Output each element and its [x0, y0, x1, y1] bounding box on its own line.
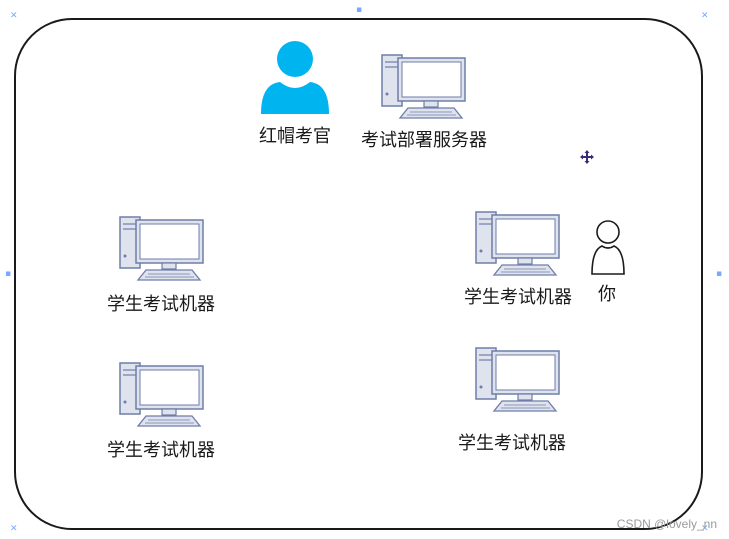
you-label: 你 [598, 284, 616, 305]
selection-handle[interactable]: ▪ [716, 269, 723, 279]
you-person-icon[interactable] [590, 218, 626, 276]
student-label: 学生考试机器 [107, 294, 215, 315]
student-computer-icon[interactable] [474, 211, 562, 277]
selection-handle[interactable]: ✕ [10, 11, 18, 21]
selection-handle[interactable]: ✕ [701, 11, 709, 21]
examiner-label: 红帽考官 [259, 126, 331, 147]
student-computer-icon[interactable] [474, 347, 562, 413]
student-label: 学生考试机器 [107, 440, 215, 461]
server-label: 考试部署服务器 [361, 130, 487, 151]
examiner-person-icon[interactable] [258, 36, 332, 116]
student-computer-icon[interactable] [118, 362, 206, 428]
selection-handle[interactable]: ✕ [701, 524, 709, 534]
selection-handle[interactable]: ▪ [356, 5, 363, 15]
selection-handle[interactable]: ✕ [10, 524, 18, 534]
student-computer-icon[interactable] [118, 216, 206, 282]
watermark: CSDN @lovely_nn [616, 517, 717, 531]
student-label: 学生考试机器 [458, 433, 566, 454]
student-label: 学生考试机器 [464, 287, 572, 308]
move-cursor-icon [580, 150, 594, 164]
server-computer-icon[interactable] [380, 54, 468, 120]
selection-handle[interactable]: ▪ [5, 269, 12, 279]
boundary-frame[interactable] [14, 18, 703, 530]
